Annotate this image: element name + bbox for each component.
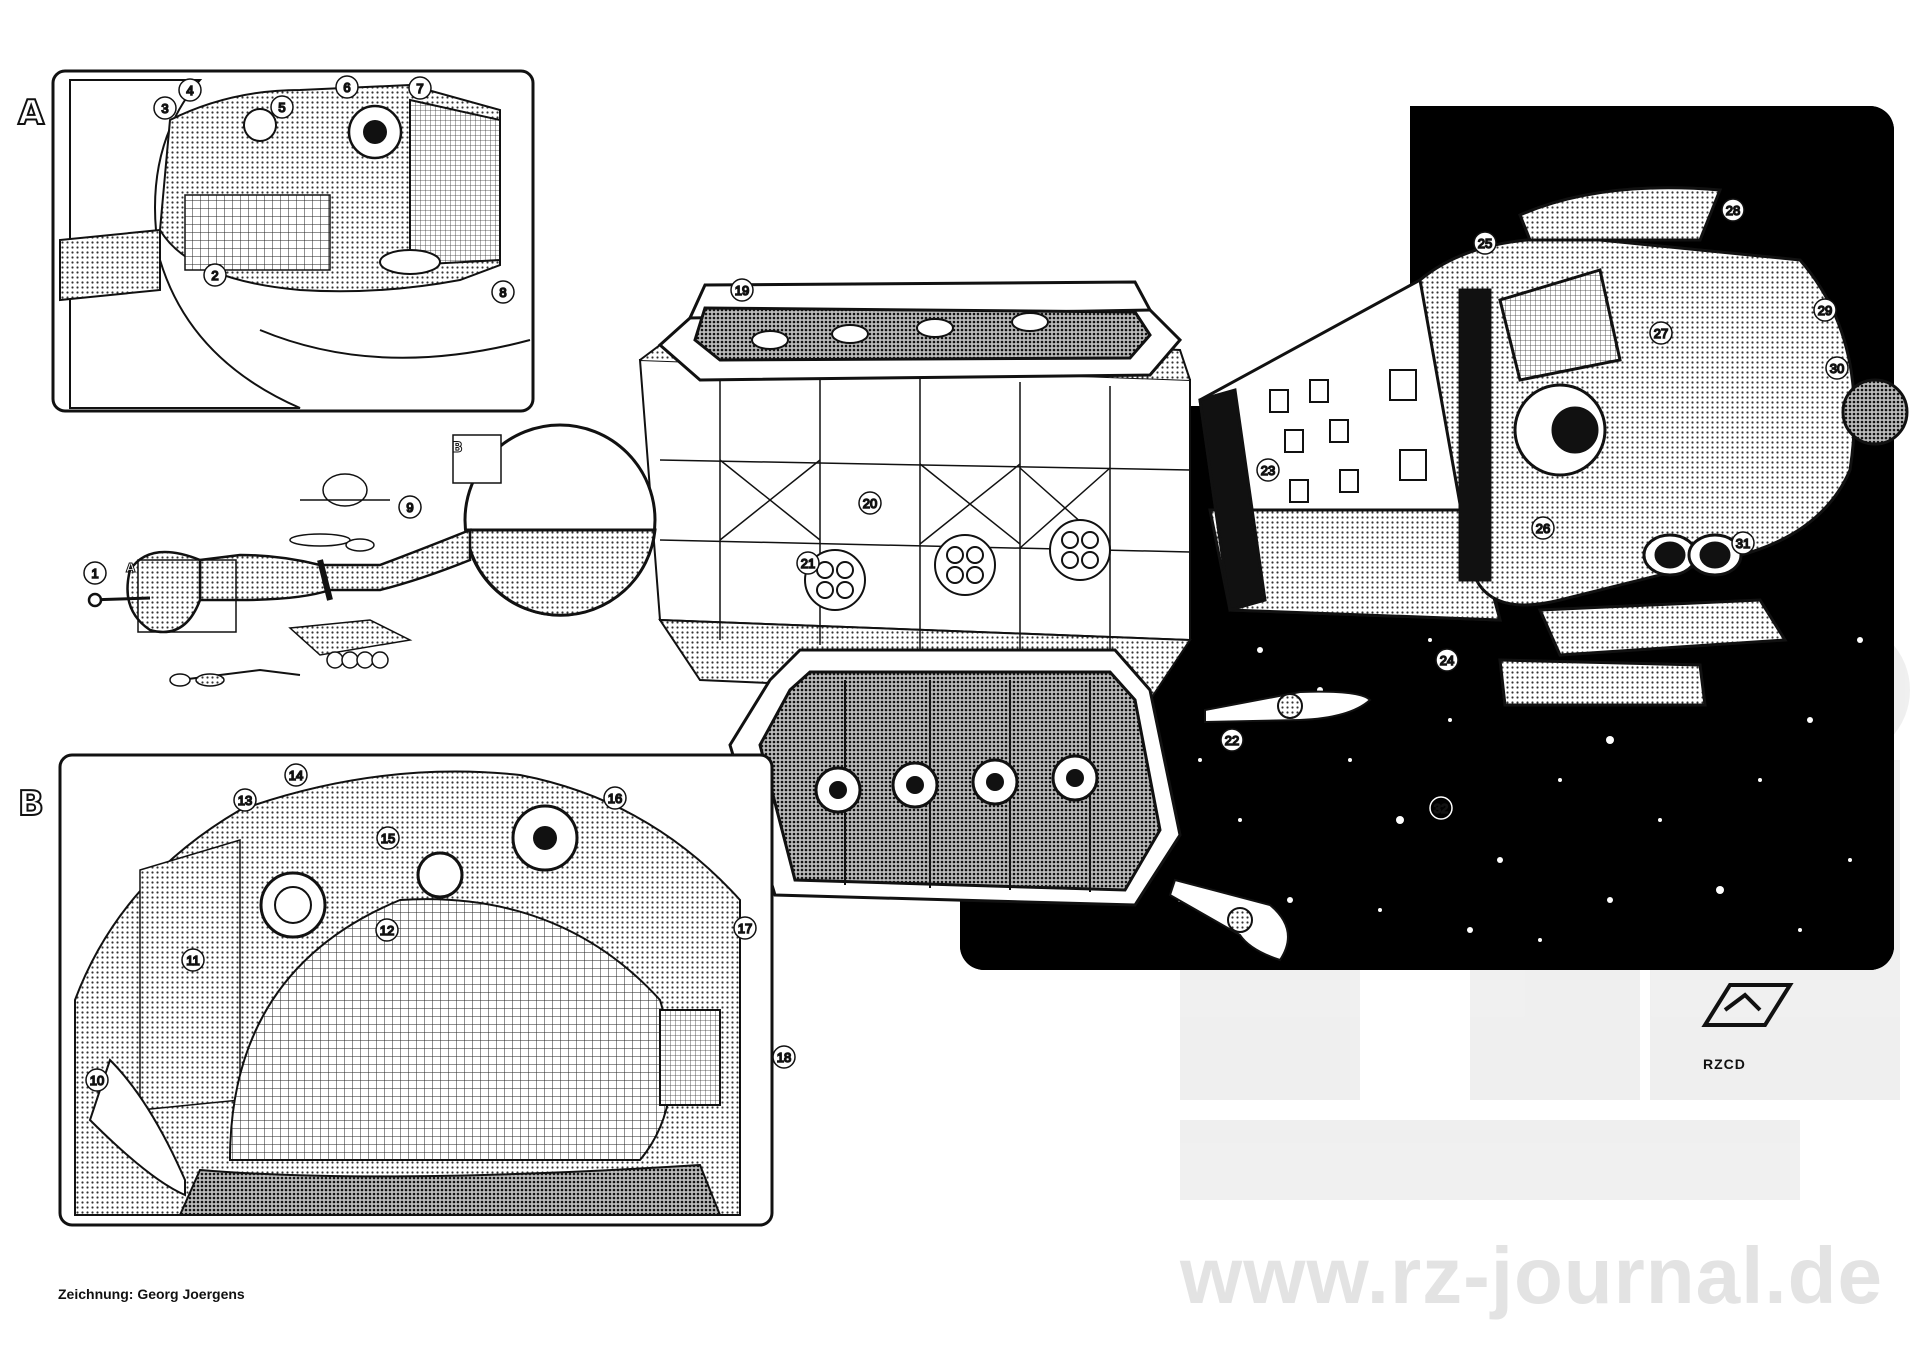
svg-text:9: 9 [406,500,413,515]
callout-1: 1 [83,561,107,585]
inset-a: A [17,69,535,413]
svg-text:28: 28 [1726,203,1740,218]
svg-text:5: 5 [278,100,285,115]
svg-text:21: 21 [801,556,815,571]
svg-text:15: 15 [381,831,395,846]
svg-text:26: 26 [1536,521,1550,536]
inset-b-marker: B [452,440,463,456]
callout-21: 21 [796,551,820,575]
svg-text:8: 8 [499,285,506,300]
callout-4: 4 [178,78,202,102]
svg-text:32: 32 [1434,801,1448,816]
callout-17: 17 [733,916,757,940]
callouts: 1 2 3 4 5 6 7 8 9 10 11 12 13 14 15 16 1… [83,75,1849,1092]
callout-29: 29 [1813,298,1837,322]
callout-13: 13 [233,788,257,812]
svg-text:22: 22 [1225,733,1239,748]
callout-28: 28 [1721,198,1745,222]
engine-section [1418,186,1909,707]
svg-text:7: 7 [416,81,423,96]
inset-b-letter: B [18,784,44,824]
watermark-url: www.rz-journal.de [1180,1231,1883,1320]
callout-15: 15 [376,826,400,850]
svg-text:30: 30 [1830,361,1844,376]
sphere-module [452,423,657,617]
callout-31: 31 [1731,531,1755,555]
callout-27: 27 [1649,321,1673,345]
callout-32: 32 [1429,796,1453,820]
signature-logo [1701,983,1794,1027]
callout-10: 10 [85,1068,109,1092]
callout-22: 22 [1220,728,1244,752]
callout-23: 23 [1256,458,1280,482]
forward-boom [87,473,472,687]
svg-text:31: 31 [1736,536,1750,551]
callout-24: 24 [1435,648,1459,672]
aft-cylinder [1198,277,1502,622]
svg-text:13: 13 [238,793,252,808]
svg-text:20: 20 [863,496,877,511]
svg-text:18: 18 [777,1050,791,1065]
inset-a-marker: A [126,561,136,575]
callout-18: 18 [772,1045,796,1069]
signature-code: RZCD [1703,1056,1746,1072]
svg-text:12: 12 [380,923,394,938]
svg-text:27: 27 [1654,326,1668,341]
svg-text:19: 19 [735,283,749,298]
svg-text:23: 23 [1261,463,1275,478]
callout-6: 6 [335,75,359,99]
callout-5: 5 [270,95,294,119]
svg-text:25: 25 [1478,236,1492,251]
callout-7: 7 [408,76,432,100]
svg-text:16: 16 [608,791,622,806]
callout-26: 26 [1531,516,1555,540]
callout-11: 11 [181,948,205,972]
callout-8: 8 [491,280,515,304]
svg-text:10: 10 [90,1073,104,1088]
svg-text:14: 14 [289,768,303,783]
svg-text:6: 6 [343,80,350,95]
callout-14: 14 [284,763,308,787]
callout-3: 3 [153,96,177,120]
callout-16: 16 [603,786,627,810]
svg-text:17: 17 [738,921,752,936]
svg-text:24: 24 [1440,653,1454,668]
callout-12: 12 [375,918,399,942]
svg-text:3: 3 [161,101,168,116]
reactor-clusters [804,519,1111,611]
callout-30: 30 [1825,356,1849,380]
central-frame-module [638,328,1192,702]
callout-9: 9 [398,495,422,519]
inset-a-letter: A [18,93,45,133]
callout-20: 20 [858,491,882,515]
callout-19: 19 [730,278,754,302]
svg-text:11: 11 [186,953,200,968]
top-panel [657,280,1183,382]
drawing-credit: Zeichnung: Georg Joergens [58,1286,245,1302]
svg-text:1: 1 [91,566,98,581]
svg-text:29: 29 [1818,303,1832,318]
callout-25: 25 [1473,231,1497,255]
inset-b: B [17,753,774,1227]
svg-text:2: 2 [211,268,218,283]
svg-text:4: 4 [186,83,193,98]
callout-2: 2 [203,263,227,287]
shuttle-craft [1168,690,1372,962]
bottom-panel [728,648,1182,907]
